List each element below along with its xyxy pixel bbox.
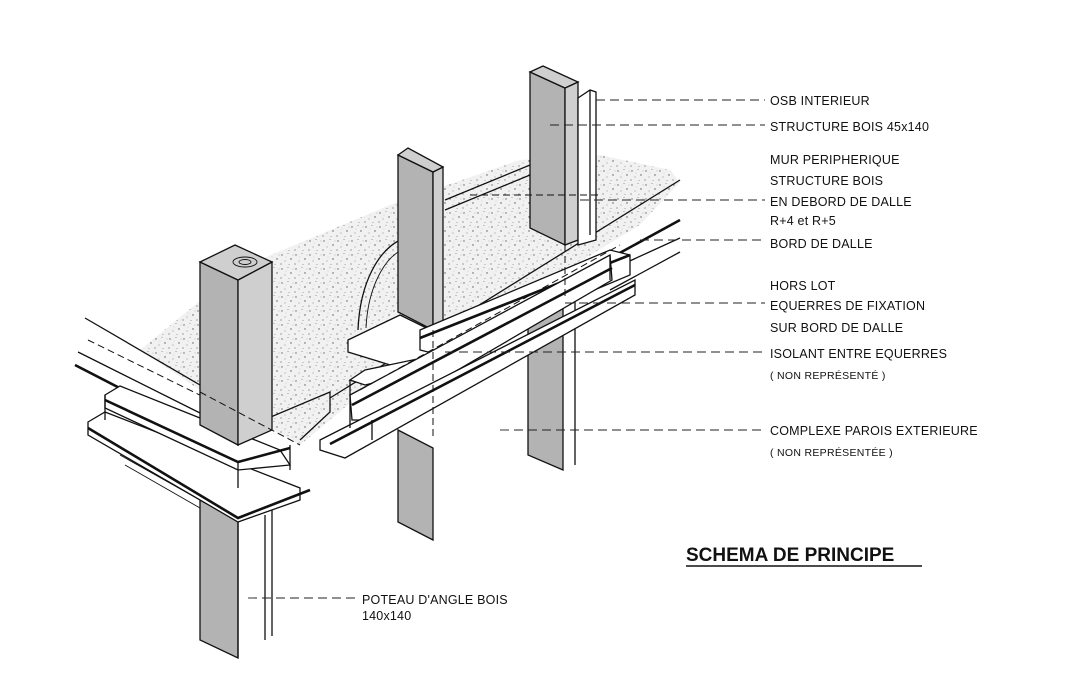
- wall-plate-diagonal: [444, 164, 531, 201]
- label-mur-1: MUR PERIPHERIQUE: [770, 153, 900, 167]
- label-isolant-1: ISOLANT ENTRE EQUERRES: [770, 347, 947, 361]
- label-poteau-2: 140x140: [362, 609, 411, 623]
- label-osb: OSB INTERIEUR: [770, 94, 870, 108]
- right-stud-front: [529, 70, 566, 247]
- corner-post-upper-front: [199, 260, 239, 447]
- wood-grain-ring-1: [232, 256, 258, 268]
- slab-arc-inner: [365, 249, 403, 329]
- slab-edge-top-left: [84, 317, 201, 386]
- slab-hidden-line-left: [87, 339, 211, 401]
- corner-post-upper-side: [237, 260, 273, 446]
- wood-grain-ring-2: [238, 259, 252, 265]
- label-mur-3: EN DEBORD DE DALLE: [770, 195, 912, 209]
- label-mur-2: STRUCTURE BOIS: [770, 174, 883, 188]
- slab-arc: [357, 239, 401, 331]
- label-structure: STRUCTURE BOIS 45x140: [770, 120, 929, 134]
- annotation-labels: OSB INTERIEUR STRUCTURE BOIS 45x140 MUR …: [362, 94, 978, 623]
- right-stud-side: [564, 80, 579, 246]
- corner-bracket-lower-line: [87, 426, 311, 520]
- bracket-hidden-1: [359, 244, 621, 391]
- middle-stud-front: [397, 153, 434, 332]
- diagram-title: SCHEMA DE PRINCIPE: [686, 545, 894, 566]
- corner-post-lower-face: [199, 498, 239, 660]
- bracket-long-lower-line: [329, 283, 636, 446]
- label-mur-4: R+4 et R+5: [770, 214, 836, 228]
- osb-panel: [577, 89, 597, 246]
- label-hors-2: EQUERRES DE FIXATION: [770, 299, 925, 313]
- right-stud-top: [528, 65, 580, 89]
- middle-stud-side: [432, 165, 444, 332]
- bracket-long-lower: [319, 278, 636, 459]
- slab-edge-right-low2: [609, 251, 681, 291]
- slab-edge-outer-2: [77, 351, 211, 419]
- label-hors-3: SUR BORD DE DALLE: [770, 321, 903, 335]
- corner-post-top: [198, 244, 274, 281]
- label-complexe-2: ( NON REPRÉSENTÉE ): [770, 446, 893, 459]
- slab-hidden-front: [199, 391, 301, 446]
- label-hors-1: HORS LOT: [770, 279, 836, 293]
- leader-lines: [248, 99, 765, 599]
- label-bord: BORD DE DALLE: [770, 237, 873, 251]
- label-complexe-1: COMPLEXE PAROIS EXTERIEURE: [770, 424, 978, 438]
- wall-plate-diagonal-2: [444, 174, 531, 211]
- slab-edge-brackets: [319, 194, 636, 459]
- label-isolant-2: ( NON REPRÉSENTÉ ): [770, 369, 886, 382]
- corner-brace: [119, 454, 201, 501]
- corner-brace-2: [124, 464, 201, 509]
- corner-post: [87, 244, 331, 660]
- corner-plate: [239, 391, 331, 441]
- middle-stud-top: [396, 147, 445, 173]
- bracket-long-front-line: [351, 266, 613, 407]
- middle-stud: [347, 147, 461, 542]
- label-poteau-1: POTEAU D'ANGLE BOIS: [362, 593, 508, 607]
- middle-stud-lower: [397, 428, 434, 542]
